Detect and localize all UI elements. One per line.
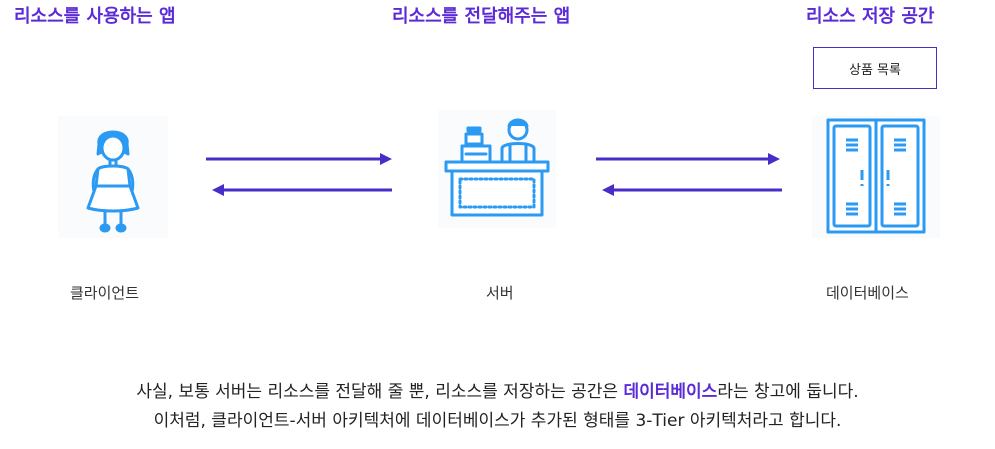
heading-storage: 리소스 저장 공간 [806,6,935,27]
shop-counter-icon [438,110,556,228]
caption-highlight-database: 데이터베이스 [623,382,718,402]
product-list-label: 상품 목록 [849,62,901,78]
arrow-right-icon [206,153,392,165]
label-server: 서버 [486,284,514,302]
label-client: 클라이언트 [70,284,140,302]
server-database-arrows [594,148,790,198]
client-server-arrows [204,148,400,198]
caption-line-2: 이처럼, 클라이언트-서버 아키텍처에 데이터베이스가 추가된 형태를 3-Ti… [153,411,842,431]
arrow-left-icon [212,184,392,196]
arrow-right-icon [596,153,780,165]
caption-line-1: 사실, 보통 서버는 리소스를 전달해 줄 뿐, 리소스를 저장하는 공간은 데… [0,377,995,402]
heading-client-app: 리소스를 사용하는 앱 [14,6,176,27]
person-icon [58,116,168,238]
arrow-left-icon [602,184,782,196]
locker-icon [812,116,940,238]
label-database: 데이터베이스 [826,284,909,302]
caption-line-1-after: 라는 창고에 둡니다. [717,382,859,402]
caption-line-1-before: 사실, 보통 서버는 리소스를 전달해 줄 뿐, 리소스를 저장하는 공간은 [136,382,624,402]
product-list-box: 상품 목록 [813,47,937,89]
heading-server-app: 리소스를 전달해주는 앱 [392,6,571,27]
